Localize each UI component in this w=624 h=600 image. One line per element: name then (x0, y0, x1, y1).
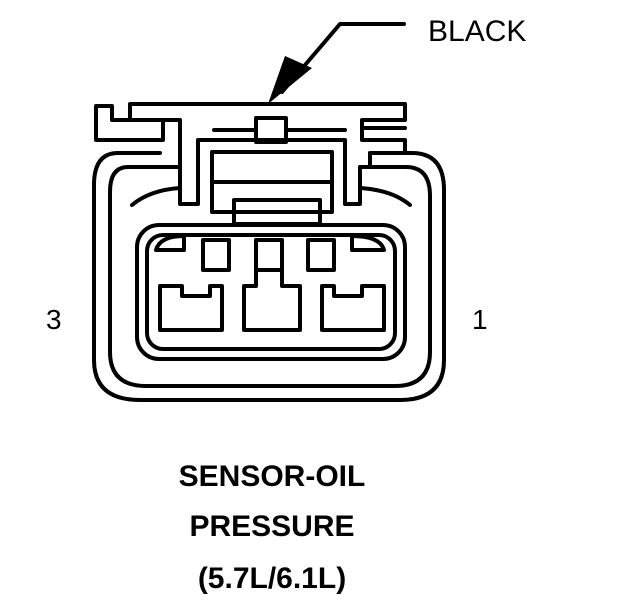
left-rib (130, 186, 182, 207)
terminal-cavity-1 (320, 284, 386, 332)
caption-line: PRESSURE (189, 510, 355, 543)
caption-line: (5.7L/6.1L) (197, 562, 347, 595)
latch-slot (212, 126, 407, 132)
pin-window-upper (306, 238, 336, 272)
color-callout-label: BLACK (428, 15, 527, 48)
pin-cavity-block-inner (145, 233, 397, 351)
caption-line: SENSOR-OIL (178, 460, 366, 493)
corner-tab-right (350, 234, 386, 252)
right-rib (358, 186, 412, 207)
corner-tab-left (154, 234, 186, 252)
pin-cavity-block (135, 223, 407, 361)
connector-housing-inner (108, 165, 432, 388)
latch-top-bar (128, 102, 407, 206)
connector-housing-outer (92, 151, 446, 402)
callout-arrowhead (268, 56, 312, 104)
pin-window-upper (201, 238, 231, 272)
terminal-cavity-2 (242, 268, 302, 332)
pin-window-upper (254, 238, 284, 272)
callout-leader-line (280, 22, 406, 94)
pin-number-left: 3 (46, 304, 62, 335)
terminal-cavity-3 (158, 284, 224, 332)
pin-number-right: 1 (472, 304, 488, 335)
